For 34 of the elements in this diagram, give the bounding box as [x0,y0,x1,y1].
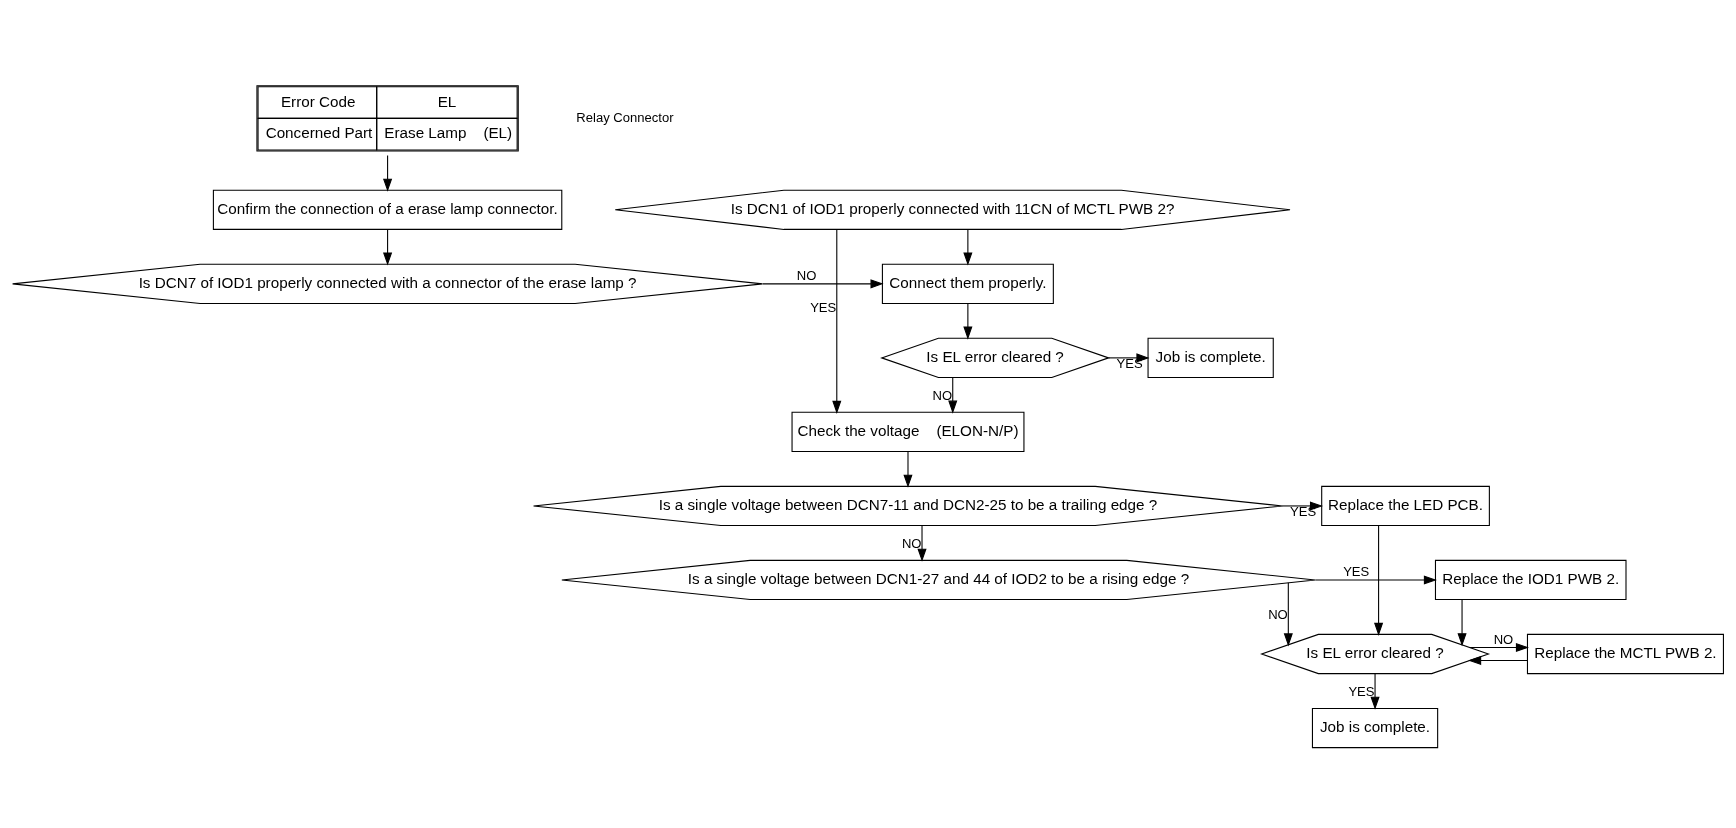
arrow [963,302,973,340]
arrow [903,450,913,488]
arrow [762,278,884,288]
node-box: Job is complete. [1311,707,1439,748]
arrow [1457,598,1467,646]
arrow [1469,642,1529,652]
node-box: Job is complete. [1147,337,1274,378]
arrow [832,228,842,414]
label: Relay Connector [576,109,674,125]
edge-label: YES [810,299,837,315]
arrow [1314,574,1437,585]
edge-label: NO [1493,631,1514,647]
arrow [917,524,927,562]
node-box: Replace the IOD1 PWB 2. [1434,559,1627,600]
node-box: Replace the LED PCB. [1321,485,1490,526]
node-box: Confirm the connection of a erase lamp connector. [212,189,563,230]
arrow [963,228,973,266]
edge-label: NO [932,387,953,403]
edge-label: YES [1348,683,1375,699]
arrow [1468,655,1528,665]
node-box: Replace the MCTL PWB 2. [1526,633,1724,674]
arrow [948,376,958,414]
arrow [1283,581,1293,646]
arrow [1108,352,1150,362]
arrow [383,228,393,266]
arrow [383,154,393,192]
edge-label: YES [1343,563,1370,579]
arrow [1374,524,1384,636]
node-box: Connect them properly. [881,263,1054,304]
edge-label: NO [1268,606,1288,622]
edge-label: NO [796,267,817,283]
edge-label: NO [901,535,922,551]
node-box: Check the voltage (ELON-N/P) [791,411,1025,452]
arrow [1370,672,1380,710]
